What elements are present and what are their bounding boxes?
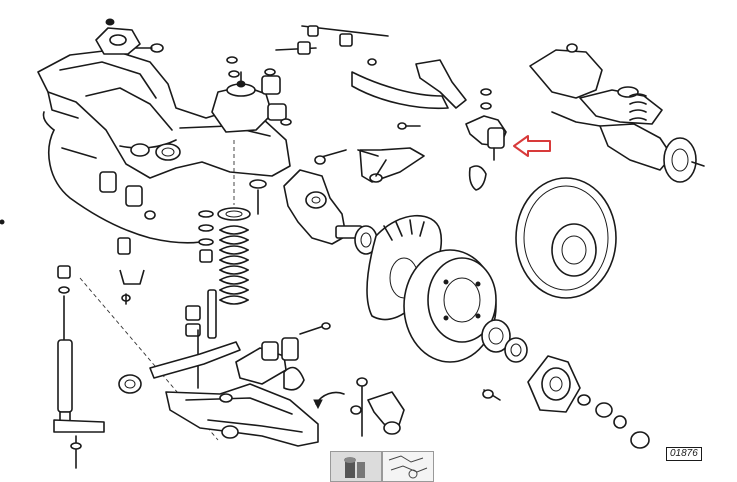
anti-roll-bar: [42, 111, 211, 305]
mid-bolts: [314, 147, 425, 183]
drawing-reference-number: 01876: [666, 447, 702, 461]
wheel-bearing-set: [481, 319, 650, 449]
part-photo-thumbnail[interactable]: [330, 451, 382, 482]
assembled-suspension-view: [529, 43, 705, 183]
brake-rotor-vented: [515, 177, 617, 299]
ball-joint: [465, 88, 507, 191]
diagram-thumbnail[interactable]: [382, 451, 434, 482]
coil-spring-assembly: [217, 140, 251, 305]
fastener-column: [226, 56, 421, 157]
steering-arm: [313, 377, 405, 437]
brake-disc-front: [403, 249, 497, 363]
front-subframe: [37, 49, 291, 179]
tie-rod-column: [185, 289, 217, 389]
page-margin-marker: [0, 219, 5, 225]
hub-carrier: [283, 169, 378, 255]
washer-stack: [198, 179, 267, 263]
upper-radius-arms: [275, 25, 467, 110]
upper-bracket: [95, 18, 164, 55]
arrow-left-icon: [513, 135, 551, 157]
upper-link: [118, 322, 331, 394]
